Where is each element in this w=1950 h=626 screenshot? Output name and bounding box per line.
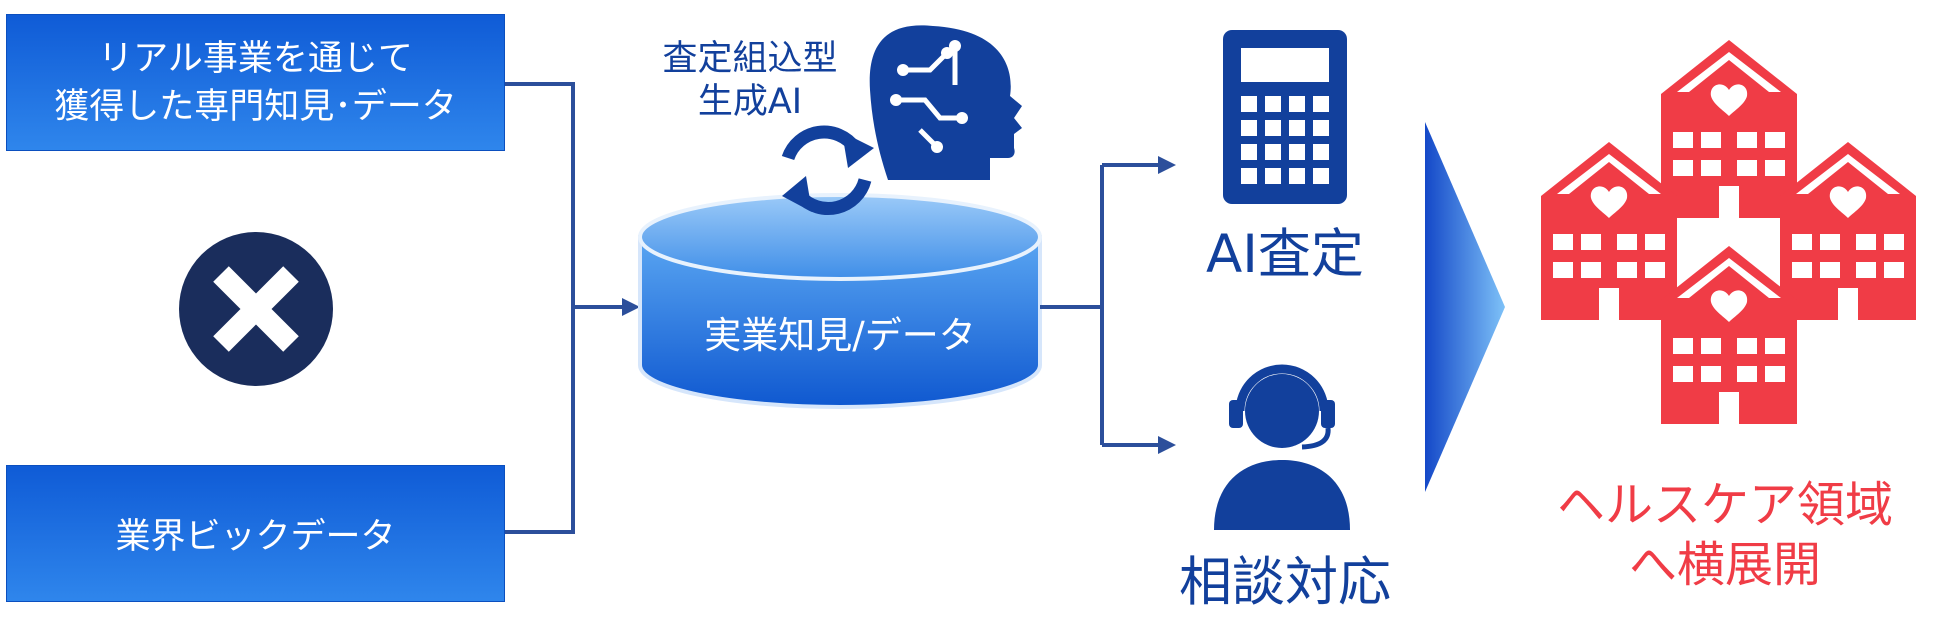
expansion-arrow [1425, 122, 1505, 492]
source-expertise-line1: リアル事業を通じて [98, 38, 413, 79]
source-expertise-line2: 獲得した専門知見･データ [54, 86, 457, 127]
arrow-to-database [622, 298, 640, 316]
calculator-icon [1223, 30, 1347, 204]
ai-brain-head-icon [869, 25, 1022, 180]
database-cylinder-icon [638, 193, 1042, 409]
hospital-icon-left [1541, 142, 1677, 320]
source-box-expertise: リアル事業を通じて 獲得した専門知見･データ [6, 14, 505, 151]
input-connectors [505, 82, 622, 534]
assessment-label: AI査定 [1206, 224, 1364, 285]
headset-operator-icon [1214, 364, 1350, 530]
hospital-icon-right [1780, 142, 1916, 320]
multiply-icon [179, 232, 333, 386]
arrow-to-consultation [1158, 436, 1176, 454]
hospital-icon-top [1661, 40, 1797, 218]
arrow-to-assessment [1158, 156, 1176, 174]
ai-model-label: 査定組込型 生成AI [640, 38, 860, 124]
expansion-label: ヘルスケア領域 へ横展開 [1555, 475, 1895, 595]
source-bigdata-label: 業界ビックデータ [115, 517, 396, 557]
source-box-bigdata: 業界ビックデータ [6, 465, 505, 602]
ai-model-line1: 査定組込型 [662, 39, 838, 79]
consultation-label: 相談対応 [1179, 552, 1391, 613]
ai-model-line2: 生成AI [697, 82, 803, 122]
expansion-line1: ヘルスケア領域 [1556, 477, 1893, 533]
refresh-arrowhead-1 [842, 132, 874, 168]
refresh-arrowhead-2 [782, 176, 812, 212]
hospital-icon-bottom [1661, 246, 1797, 424]
output-connectors [1040, 163, 1158, 447]
database-label: 実業知見/データ [704, 314, 976, 357]
expansion-line2: へ横展開 [1628, 537, 1821, 593]
